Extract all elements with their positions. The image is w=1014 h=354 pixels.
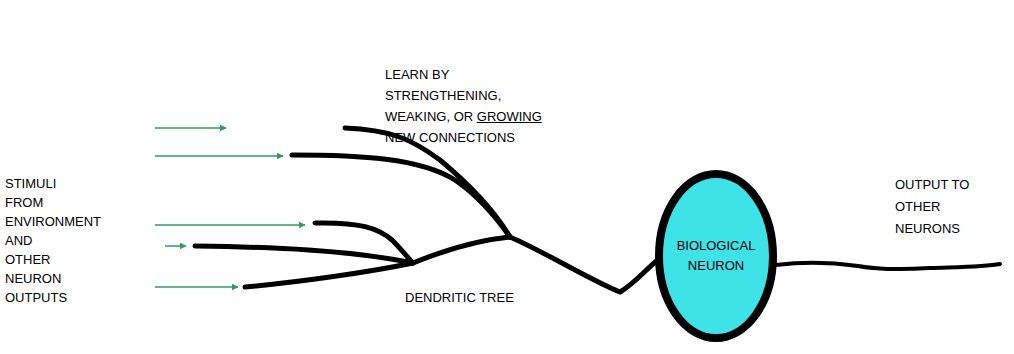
- neuron-body: BIOLOGICAL NEURON: [655, 170, 777, 342]
- dendrite-branch: [245, 263, 413, 287]
- stimulus-arrow: [165, 245, 186, 247]
- stimulus-arrow: [155, 286, 238, 288]
- stimulus-arrow: [155, 155, 283, 157]
- annotation-note: LEARN BYSTRENGTHENING,WEAKING, OR GROWIN…: [385, 64, 542, 148]
- stimulus-arrow: [155, 224, 305, 226]
- ellipse-outline: [655, 170, 777, 342]
- node-content: BIOLOGICAL NEURON: [655, 170, 777, 342]
- dendrite-trunk: [510, 237, 660, 292]
- neuron-ellipse: [659, 174, 773, 338]
- stimulus-arrow: [155, 127, 226, 129]
- dendrite-branch: [413, 237, 510, 263]
- part-label: DENDRITIC TREE: [405, 288, 514, 307]
- node-title: BIOLOGICAL NEURON: [667, 236, 765, 276]
- stimulus-arrows: [155, 128, 305, 287]
- input-label: STIMULIFROMENVIRONMENTANDOTHERNEURONOUTP…: [5, 174, 101, 307]
- output-label: OUTPUT TOOTHERNEURONS: [895, 174, 969, 240]
- axon-output: [776, 263, 1000, 269]
- dendrite-branch: [195, 246, 413, 263]
- dendritic-tree: [195, 128, 660, 292]
